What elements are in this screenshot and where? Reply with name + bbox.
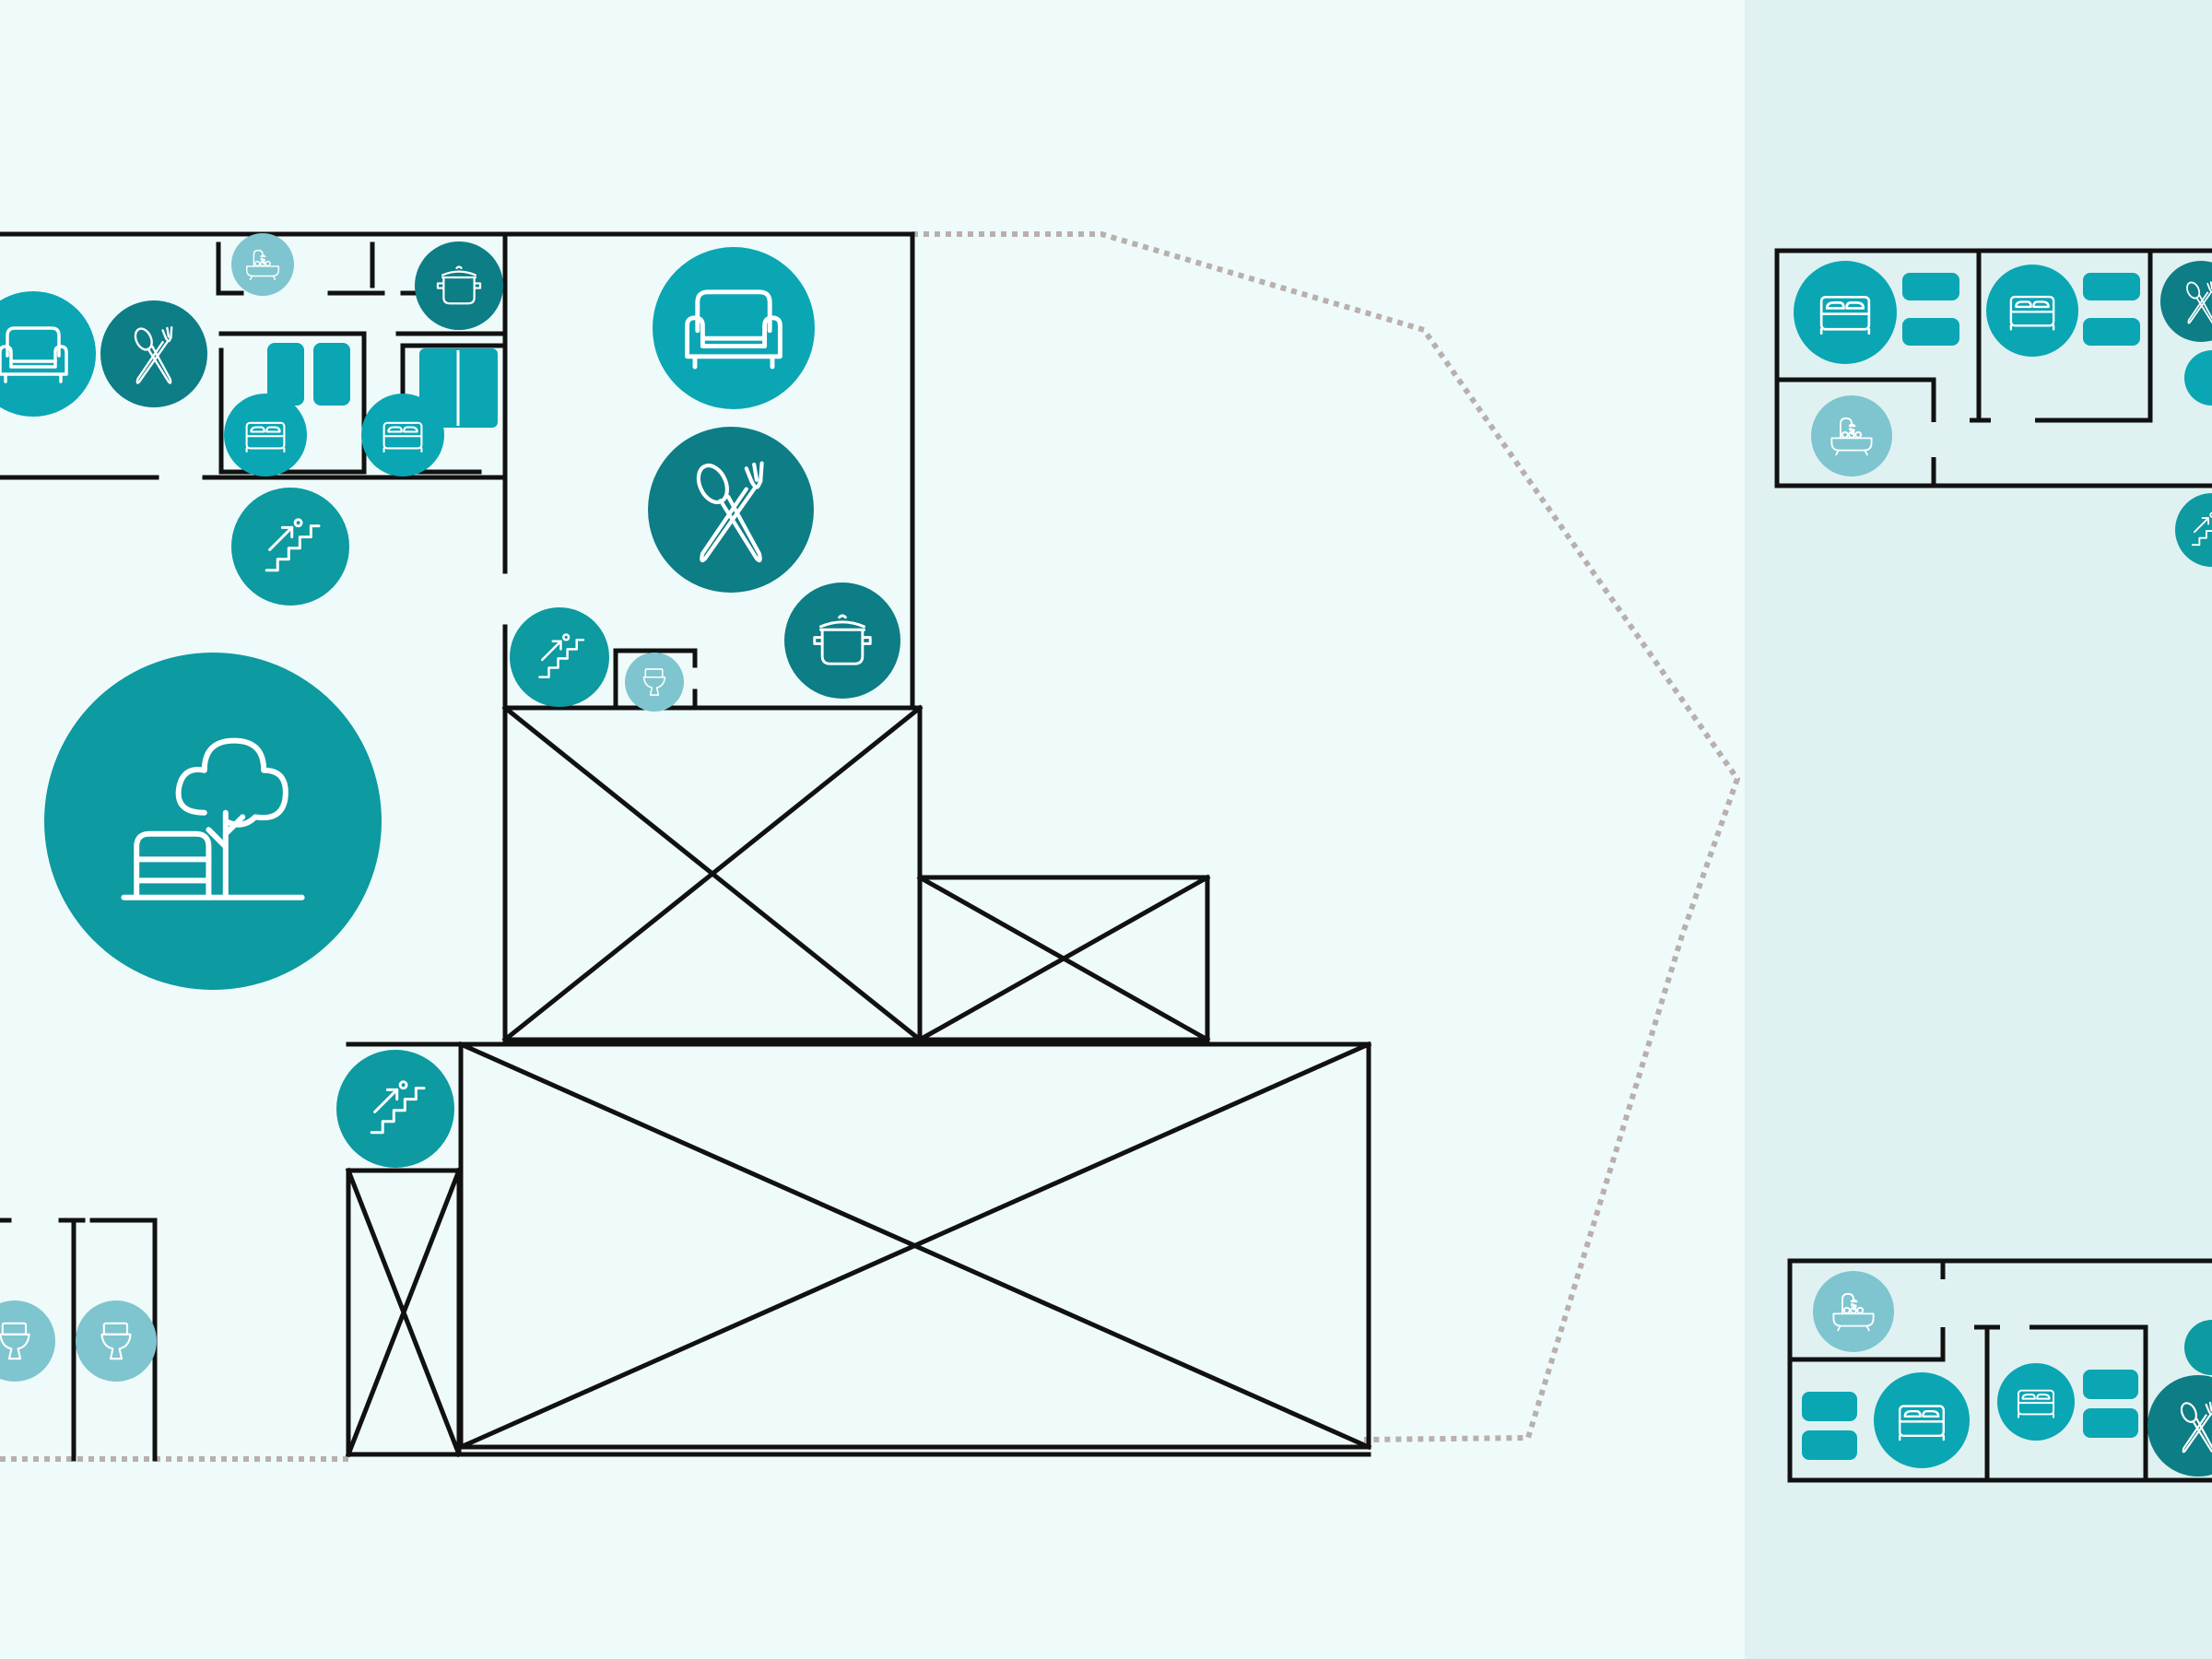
double-bed-icon	[1794, 261, 1897, 364]
single-bed	[267, 343, 304, 406]
single-bed	[1802, 1430, 1857, 1460]
cutlery-icon	[100, 300, 207, 407]
double-bed-icon	[224, 394, 307, 477]
park-tree-bench-icon	[44, 653, 382, 990]
cutlery-icon	[2147, 1375, 2212, 1477]
single-bed	[1802, 1392, 1857, 1421]
stairs-up-icon	[336, 1050, 454, 1168]
sofa-icon	[2184, 350, 2212, 406]
double-bed-icon	[1986, 265, 2078, 357]
single-beds-unit-top	[1902, 273, 2140, 346]
stairs-up-icon	[231, 488, 349, 606]
single-bed	[2083, 1370, 2138, 1399]
cooking-pot-icon	[784, 582, 900, 699]
single-beds-main	[267, 343, 498, 428]
double-bed-icon	[1997, 1363, 2075, 1441]
stairs-up-icon	[510, 607, 609, 707]
sofa-icon	[2184, 1320, 2212, 1375]
main-building-walls	[0, 231, 1372, 1462]
double-bed-icon	[361, 394, 444, 477]
bathtub-icon	[1811, 395, 1892, 477]
unit-top-walls	[1774, 248, 2212, 488]
cutlery-icon	[2160, 261, 2212, 342]
unit-bottom-walls	[1787, 1258, 2212, 1483]
single-bed	[2083, 1408, 2138, 1438]
cutlery-icon	[648, 427, 814, 593]
bathtub-icon	[231, 233, 294, 296]
single-bed	[1902, 273, 1959, 300]
single-bed	[2083, 318, 2140, 346]
stairs-up-icon	[2175, 493, 2212, 567]
sofa-icon	[0, 291, 96, 417]
cooking-pot-icon	[415, 241, 503, 330]
bathtub-icon	[1813, 1271, 1894, 1352]
toilet-icon	[625, 653, 684, 712]
single-bed	[1902, 318, 1959, 346]
site-boundary-east	[912, 231, 1741, 1442]
single-beds-unit-bottom	[1802, 1370, 2138, 1460]
toilet-icon	[76, 1300, 157, 1382]
sofa-icon	[653, 247, 815, 409]
single-bed	[313, 343, 350, 406]
double-bed-icon	[1874, 1372, 1970, 1468]
toilet-icon	[0, 1300, 55, 1382]
single-bed	[2083, 273, 2140, 300]
